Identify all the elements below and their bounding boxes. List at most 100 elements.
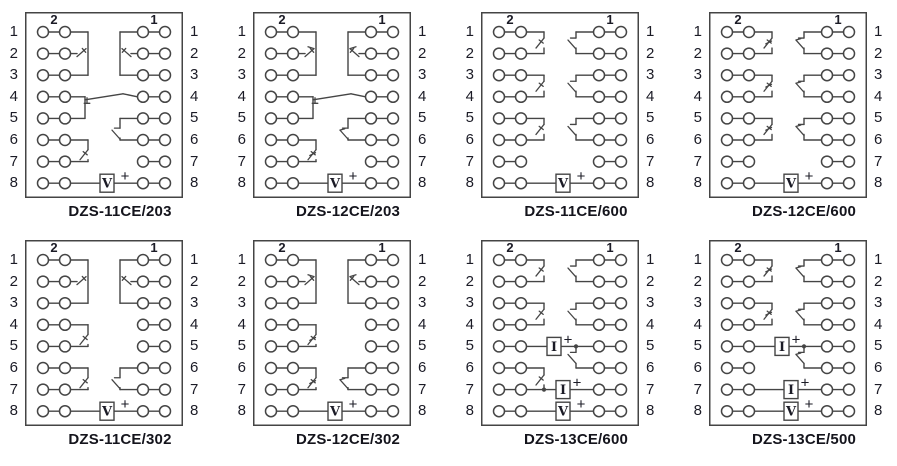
terminal <box>386 47 400 60</box>
terminal <box>136 90 150 104</box>
terminal <box>364 47 378 60</box>
row-number: 7 <box>237 152 246 170</box>
terminal <box>492 340 506 353</box>
terminal <box>842 275 856 288</box>
wire <box>79 333 89 346</box>
row-number: 3 <box>418 294 427 312</box>
terminal <box>264 253 278 267</box>
row-number: 6 <box>646 359 655 376</box>
terminal <box>492 296 506 310</box>
terminal <box>386 383 400 396</box>
terminal <box>136 340 150 353</box>
row-number: 1 <box>418 251 427 268</box>
terminal <box>592 68 606 82</box>
terminal <box>264 383 278 396</box>
terminal <box>158 383 172 396</box>
row-number: 5 <box>9 109 18 127</box>
terminal <box>264 47 278 60</box>
terminal <box>136 383 150 396</box>
terminal <box>820 25 834 39</box>
wire <box>795 39 805 50</box>
wire <box>567 82 577 93</box>
terminal <box>286 176 300 190</box>
terminal <box>386 176 400 190</box>
terminal <box>158 133 172 147</box>
pin-group-label-right: 1 <box>378 240 385 255</box>
terminal <box>286 296 300 310</box>
terminal <box>158 176 172 190</box>
terminal <box>264 25 278 39</box>
terminal <box>58 361 72 375</box>
wire <box>79 377 89 389</box>
row-number: 2 <box>874 272 883 290</box>
polarity-plus: + <box>564 331 573 348</box>
row-number: 3 <box>9 66 18 84</box>
row-number: 4 <box>693 87 702 105</box>
terminal <box>842 404 856 418</box>
row-number: 5 <box>693 337 702 355</box>
row-number: 7 <box>874 152 883 170</box>
row-number: 4 <box>646 315 655 333</box>
row-number: 5 <box>874 337 883 355</box>
terminal <box>492 361 506 375</box>
terminal <box>514 68 528 82</box>
meter-symbol: I <box>551 340 557 355</box>
terminals <box>36 253 172 418</box>
wire <box>339 377 346 381</box>
terminal <box>842 25 856 39</box>
row-number: 3 <box>190 66 199 84</box>
row-number: 1 <box>465 251 474 268</box>
wire <box>567 125 577 137</box>
terminal <box>514 176 528 190</box>
row-number: 5 <box>646 109 655 127</box>
row-number: 3 <box>646 66 655 84</box>
wire <box>307 46 315 50</box>
polarity-plus: + <box>792 331 801 348</box>
terminal <box>492 176 506 190</box>
row-number: 8 <box>646 174 655 192</box>
row-number: 8 <box>9 174 18 192</box>
row-number: 1 <box>237 251 246 268</box>
row-number: 1 <box>9 23 18 40</box>
terminal <box>58 133 72 147</box>
row-number: 2 <box>237 272 246 290</box>
terminal <box>264 296 278 310</box>
terminal <box>514 253 528 267</box>
row-number: 1 <box>874 251 883 268</box>
terminal <box>842 296 856 310</box>
wire <box>765 83 773 88</box>
terminal <box>136 47 150 60</box>
terminal <box>514 404 528 418</box>
wire <box>309 47 315 53</box>
pin-group-label-right: 1 <box>606 12 613 27</box>
wire <box>121 275 132 286</box>
terminal <box>614 90 628 104</box>
row-number: 3 <box>646 294 655 312</box>
terminal <box>286 112 300 125</box>
terminal <box>742 253 756 267</box>
terminal <box>614 361 628 375</box>
row-number: 1 <box>190 23 199 40</box>
meter-symbol: V <box>329 405 341 420</box>
terminal <box>820 47 834 60</box>
terminal <box>720 275 734 288</box>
wire <box>309 152 317 157</box>
panel-border <box>709 240 867 426</box>
polarity-plus: + <box>801 375 810 392</box>
terminal <box>364 90 378 104</box>
row-number: 5 <box>465 109 474 127</box>
wire <box>795 81 802 84</box>
row-number: 2 <box>465 44 474 62</box>
row-number: 4 <box>646 87 655 105</box>
wire <box>535 265 545 277</box>
terminal <box>514 296 528 310</box>
